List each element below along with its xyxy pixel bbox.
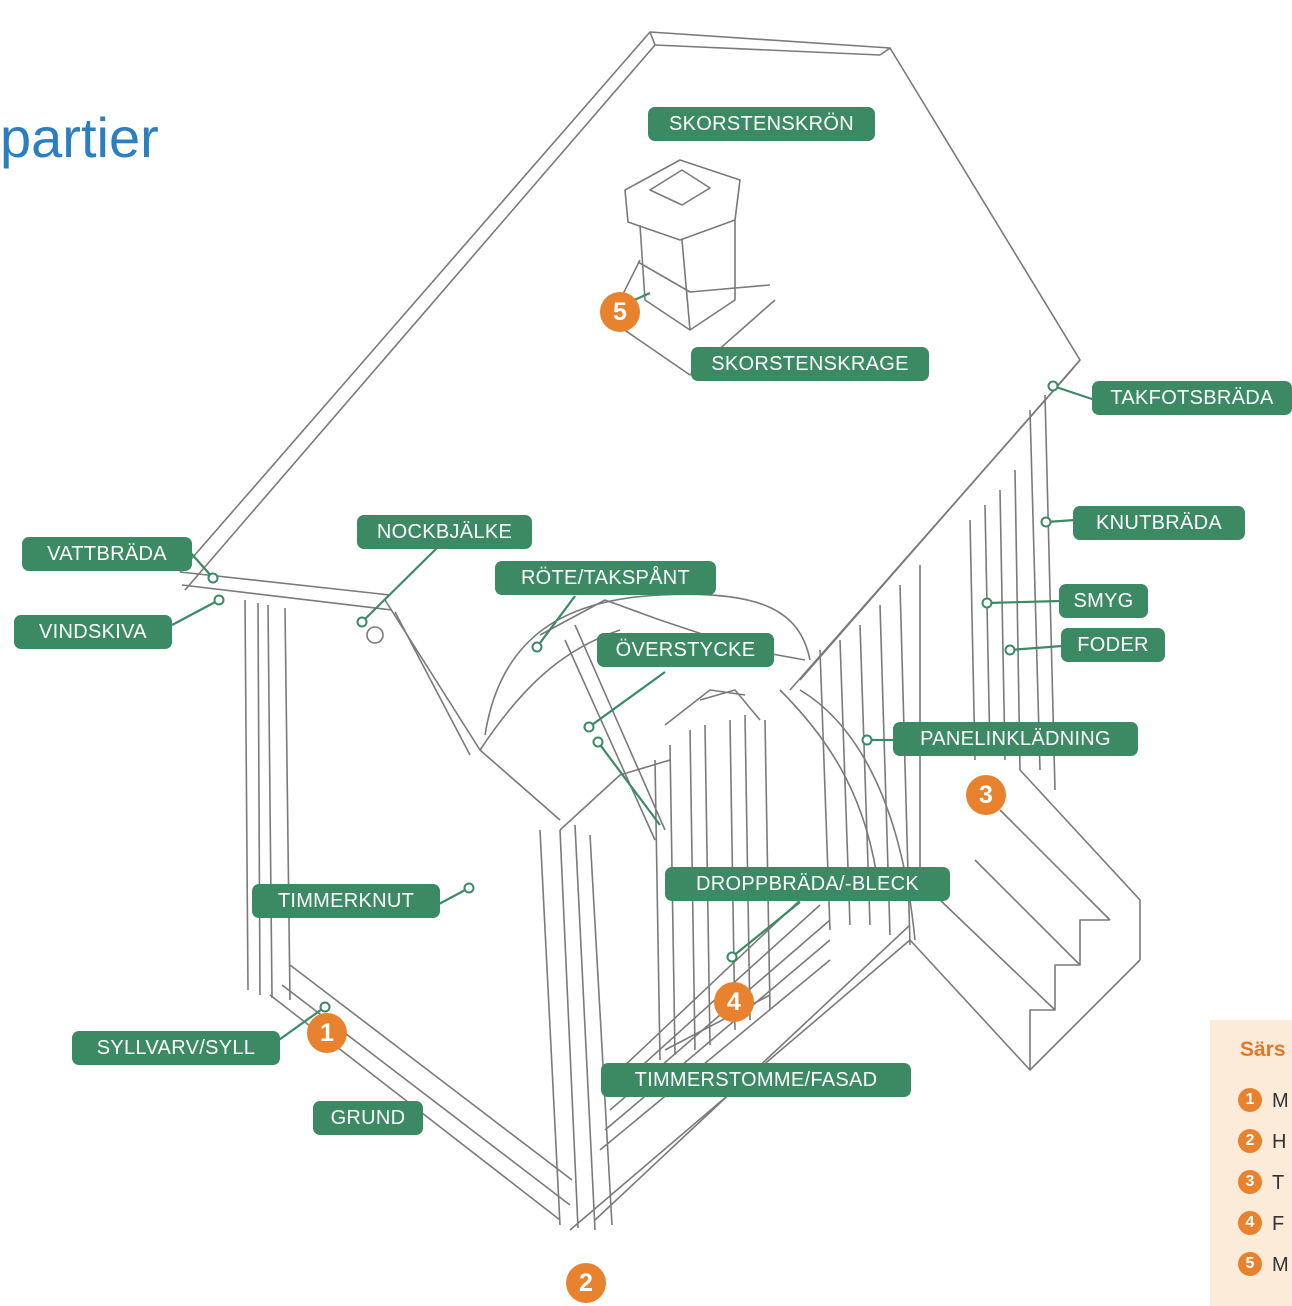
legend-text: F: [1272, 1213, 1285, 1235]
legend-number: 4: [1238, 1211, 1262, 1235]
page-title: partier: [0, 106, 159, 169]
label-knutbrada: KNUTBRÄDA: [1073, 506, 1245, 540]
label-panelinkladning: PANELINKLÄDNING: [893, 722, 1138, 756]
label-takfotsbrada: TAKFOTSBRÄDA: [1092, 381, 1292, 415]
label-timmerknut: TIMMERKNUT: [252, 884, 440, 918]
label-smyg: SMYG: [1059, 584, 1148, 618]
marker-5: 5: [600, 292, 640, 332]
legend-title: Särs: [1240, 1038, 1286, 1061]
legend-number: 2: [1238, 1129, 1262, 1153]
label-rote-takspant: RÖTE/TAKSPÅNT: [495, 561, 716, 595]
marker-4: 4: [714, 982, 754, 1022]
label-droppbrada: DROPPBRÄDA/-BLECK: [665, 867, 950, 901]
label-skorstenskrage: SKORSTENSKRAGE: [691, 347, 929, 381]
label-foder: FODER: [1061, 628, 1165, 662]
label-nockbjalke: NOCKBJÄLKE: [357, 515, 532, 549]
label-syllvarv: SYLLVARV/SYLL: [72, 1031, 280, 1065]
label-vindskiva: VINDSKIVA: [14, 615, 172, 649]
legend-number: 1: [1238, 1088, 1262, 1112]
label-skorstenskron: SKORSTENSKRÖN: [648, 107, 875, 141]
marker-1: 1: [307, 1013, 347, 1053]
legend-text: M: [1272, 1254, 1289, 1276]
marker-3: 3: [966, 775, 1006, 815]
legend-text: H: [1272, 1131, 1287, 1153]
legend-number: 3: [1238, 1170, 1262, 1194]
legend-text: T: [1272, 1172, 1285, 1194]
label-vattbrada: VATTBRÄDA: [22, 537, 192, 571]
label-grund: GRUND: [313, 1101, 423, 1135]
legend-box: Särs 1 M 2 H 3 T 4 F 5 M: [1210, 1020, 1292, 1306]
legend-text: M: [1272, 1090, 1289, 1112]
marker-2: 2: [566, 1263, 606, 1303]
label-overstycke: ÖVERSTYCKE: [597, 633, 774, 667]
legend-number: 5: [1238, 1252, 1262, 1276]
label-timmerstomme: TIMMERSTOMME/FASAD: [601, 1063, 911, 1097]
